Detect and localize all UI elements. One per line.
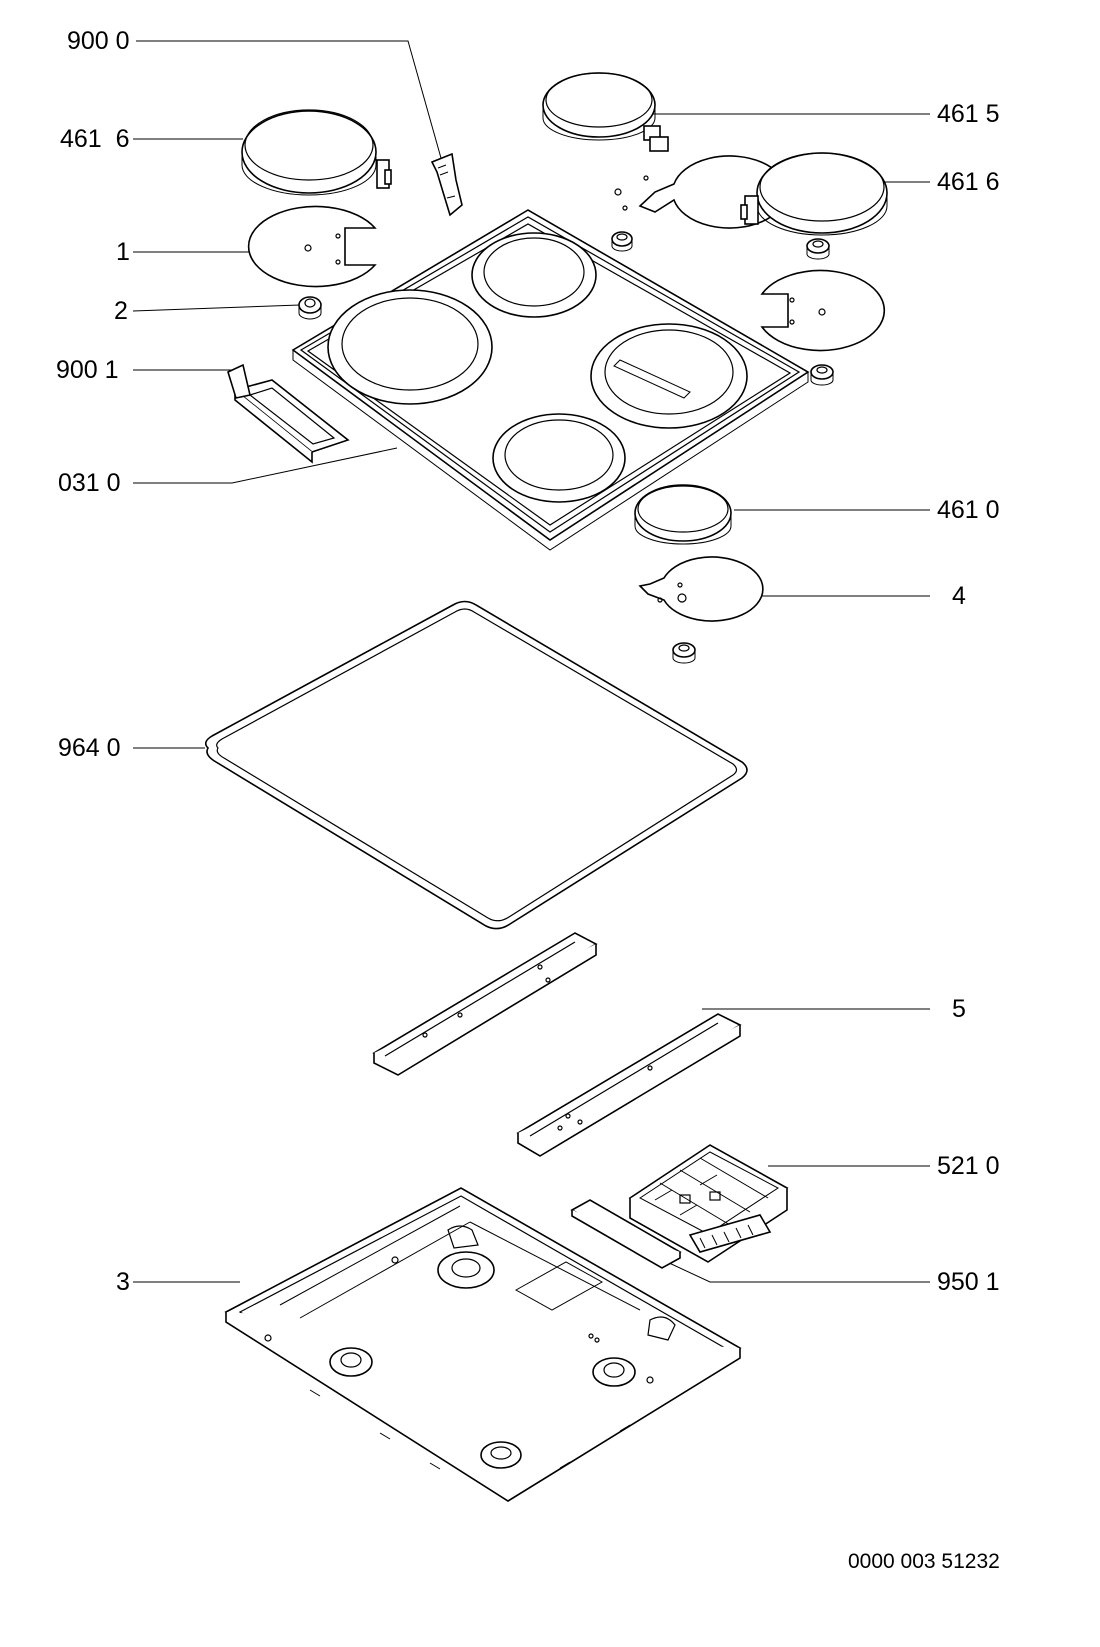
label-5: 5: [952, 995, 966, 1023]
nut-right-front-1: [806, 238, 830, 260]
hotplate-right-front: [740, 152, 888, 236]
nut-right-front-2: [810, 364, 834, 386]
label-521-0: 521 0: [937, 1152, 1000, 1180]
nut-right-back: [611, 231, 633, 252]
hotplate-left-back: [241, 109, 392, 196]
support-rail-right: [516, 1013, 742, 1157]
label-1: 1: [116, 238, 130, 266]
hinge-900-1: [227, 363, 350, 464]
label-461-0: 461 0: [937, 496, 1000, 524]
support-rail-left: [372, 932, 598, 1076]
label-964-0: 964 0: [58, 734, 121, 762]
drawing-number: 0000 003 51232: [848, 1550, 1000, 1573]
spring-plate-left: [247, 205, 377, 288]
label-461-6-right: 461 6: [937, 168, 1000, 196]
hotplate-right-back: [542, 72, 669, 152]
nut-front: [672, 642, 696, 664]
label-461-5: 461 5: [937, 100, 1000, 128]
bracket-900-0: [430, 152, 463, 217]
hob-top-frame: [291, 209, 810, 551]
nut-left: [298, 296, 322, 320]
switch-box: [628, 1144, 789, 1263]
label-2: 2: [114, 297, 128, 325]
label-031-0: 031 0: [58, 469, 121, 497]
label-900-1: 900 1: [56, 356, 119, 384]
label-461-6-left: 461 6: [60, 125, 130, 153]
spring-plate-front: [638, 556, 764, 622]
cover-strip: [570, 1199, 682, 1269]
hotplate-front: [634, 484, 732, 545]
label-3: 3: [116, 1268, 130, 1296]
bottom-tray: [224, 1187, 742, 1502]
spring-plate-right-front: [760, 269, 886, 352]
label-950-1: 950 1: [937, 1268, 1000, 1296]
label-900-0: 900 0: [67, 27, 130, 55]
label-4: 4: [952, 582, 966, 610]
seal-gasket: [204, 600, 748, 930]
